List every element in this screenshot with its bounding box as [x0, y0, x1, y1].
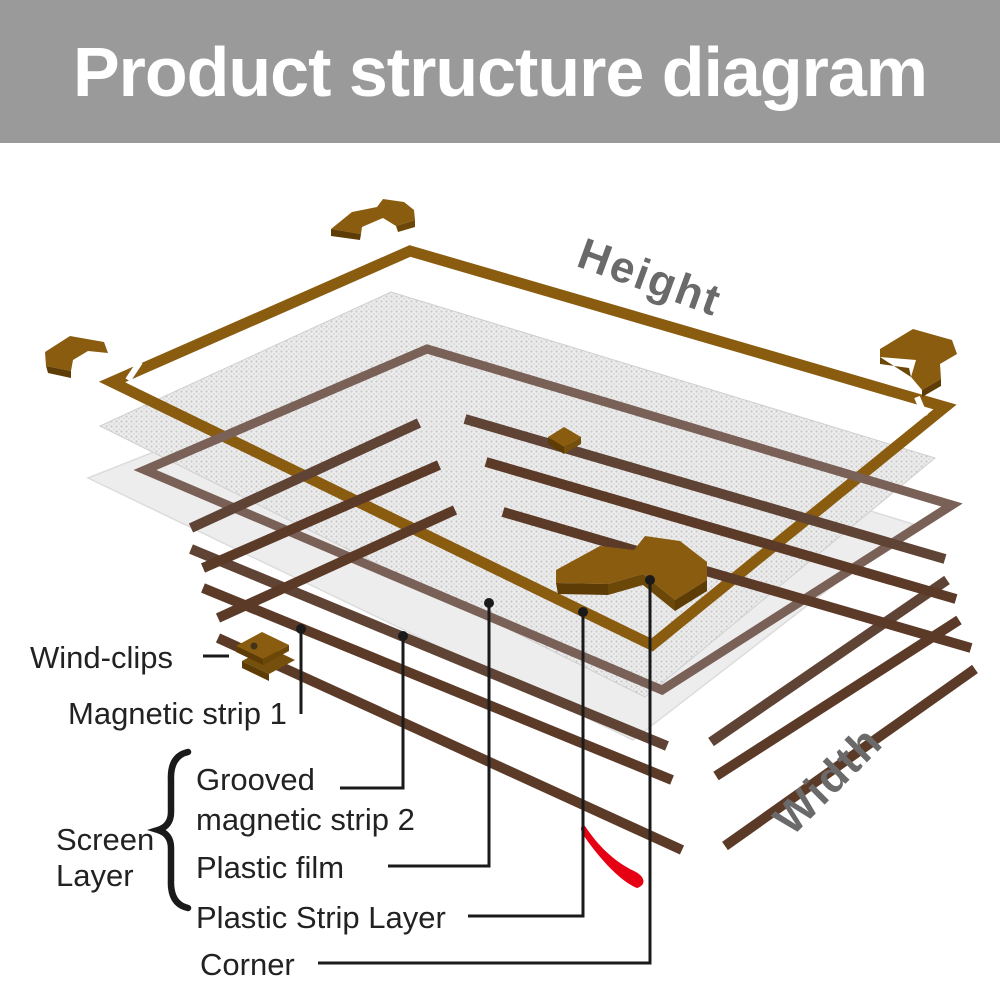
frame-cut-left — [125, 360, 143, 382]
leader-dots — [296, 575, 655, 641]
corner-piece-left-icon — [45, 336, 108, 378]
title-bar: Product structure diagram — [0, 0, 1000, 143]
leader-corner — [318, 580, 652, 965]
height-label: Height — [571, 229, 728, 326]
magnetic-strip-1-label: Magnetic strip 1 — [68, 696, 287, 731]
frame-cut-right — [914, 395, 928, 418]
plastic-film-label: Plastic film — [196, 850, 344, 885]
leader-lines — [203, 580, 652, 965]
leader-plastic-film — [388, 603, 491, 868]
strip-layer-frame-2 — [215, 505, 978, 855]
grooved-strip-frame — [133, 344, 963, 696]
screen-layer-label-line2: Layer — [56, 858, 134, 893]
wind-clip-icon — [236, 632, 295, 681]
leader-plastic-strip-layer — [468, 612, 585, 918]
corner-connector-icon — [556, 536, 707, 611]
grooved-strip-2-label-line2: magnetic strip 2 — [196, 802, 415, 837]
red-sealing-strip — [581, 825, 644, 888]
leader-grooved-strip-2 — [340, 636, 405, 790]
wind-clip-on-mesh-icon — [548, 427, 581, 454]
wind-clips-label: Wind-clips — [30, 640, 173, 675]
mesh-screen-layer — [98, 291, 937, 698]
screen-layer-label-line1: Screen — [56, 822, 154, 857]
strip-layer-frame-1 — [200, 457, 962, 785]
magnetic-strip-frame — [188, 414, 950, 751]
corner-piece-top-icon — [331, 199, 415, 240]
plastic-strip-layer-label: Plastic Strip Layer — [196, 900, 446, 935]
grooved-strip-2-label-line1: Grooved — [196, 762, 315, 797]
corner-label: Corner — [200, 947, 295, 982]
top-magnetic-frame — [98, 245, 957, 652]
screen-layer-brace — [146, 748, 192, 912]
corner-piece-right-icon — [880, 329, 957, 397]
page-title: Product structure diagram — [72, 32, 928, 111]
